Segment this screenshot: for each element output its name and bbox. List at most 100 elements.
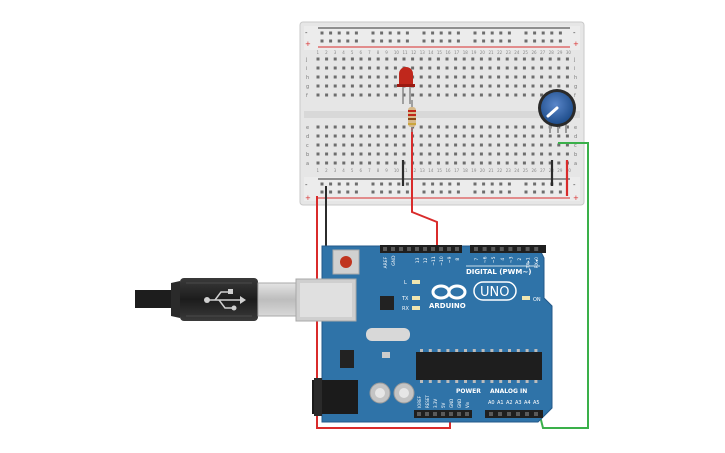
- rail-plus-label-top-right: +: [573, 40, 579, 48]
- resistor-icon[interactable]: [408, 100, 416, 132]
- column-number-bottom: 13: [420, 168, 426, 173]
- row-letter-b: b: [306, 152, 309, 158]
- column-number-bottom: 22: [497, 168, 503, 173]
- column-number-top: 17: [454, 50, 460, 55]
- status-leds: L TX RX: [401, 280, 420, 312]
- potentiometer-icon[interactable]: [538, 89, 576, 133]
- column-number-top: 24: [514, 50, 520, 55]
- row-letter-right-h: h: [574, 75, 577, 81]
- arduino-model: UNO: [480, 285, 509, 300]
- rail-plus-label-bottom-right: +: [573, 194, 579, 202]
- column-number-bottom: 19: [471, 168, 477, 173]
- rail-minus-label-top: -: [305, 29, 308, 37]
- power-header-label: POWER: [456, 388, 481, 395]
- row-letter-c: c: [306, 143, 309, 149]
- column-number-top: 25: [523, 50, 529, 55]
- power-pin-label: Vin: [465, 401, 470, 408]
- row-letter-right-e: e: [574, 125, 577, 131]
- row-letter-j: j: [305, 57, 307, 63]
- column-number-bottom: 4: [342, 168, 345, 173]
- column-number-top: 5: [351, 50, 354, 55]
- row-letter-right-c: c: [574, 143, 577, 149]
- power-pin-label: GND: [457, 399, 462, 408]
- digital-pin-label: TX▸1: [526, 257, 532, 269]
- analog-pin-label: A1: [497, 400, 504, 406]
- column-number-top: 8: [377, 50, 380, 55]
- analog-pin-label: A0: [488, 400, 495, 406]
- column-number-top: 3: [334, 50, 337, 55]
- digital-pin-label: 2: [517, 258, 523, 261]
- column-number-bottom: 21: [489, 168, 495, 173]
- analog-header: [485, 410, 543, 418]
- column-number-top: 7: [368, 50, 371, 55]
- digital-header-label: DIGITAL (PWM~): [466, 268, 531, 276]
- column-number-top: 13: [420, 50, 426, 55]
- column-number-bottom: 15: [437, 168, 443, 173]
- column-number-bottom: 14: [428, 168, 434, 173]
- digital-pin-label: ~9: [447, 256, 453, 263]
- column-number-bottom: 12: [411, 168, 417, 173]
- column-number-top: 28: [549, 50, 555, 55]
- led-icon[interactable]: [397, 67, 415, 104]
- column-number-top: 9: [385, 50, 388, 55]
- column-number-bottom: 27: [540, 168, 546, 173]
- column-number-bottom: 16: [446, 168, 452, 173]
- on-led-label: ON: [533, 297, 541, 303]
- column-number-bottom: 2: [325, 168, 328, 173]
- analog-pin-label: A5: [533, 400, 540, 406]
- digital-pin-label: ~3: [508, 256, 514, 263]
- row-letter-right-g: g: [574, 84, 577, 90]
- column-number-bottom: 25: [523, 168, 529, 173]
- column-number-top: 14: [428, 50, 434, 55]
- column-number-bottom: 7: [368, 168, 371, 173]
- digital-pin-label: 13: [415, 257, 421, 263]
- column-number-top: 6: [360, 50, 363, 55]
- column-number-top: 12: [411, 50, 417, 55]
- row-letter-right-d: d: [574, 134, 577, 140]
- column-number-top: 1: [317, 50, 320, 55]
- digital-pin-label: GND: [391, 255, 397, 266]
- digital-pin-label: RX◂0: [534, 257, 540, 268]
- digital-pin-label: ~6: [483, 256, 489, 263]
- column-number-top: 21: [489, 50, 495, 55]
- power-pin-label: RESET: [425, 395, 430, 408]
- analog-pin-label: A2: [506, 400, 513, 406]
- digital-pin-label: 4: [500, 258, 506, 261]
- digital-pin-label: 7: [474, 258, 480, 261]
- rail-plus-label-bottom: +: [305, 194, 311, 202]
- led-label-l: L: [404, 280, 407, 286]
- rail-plus-label-top: +: [305, 40, 311, 48]
- reset-button[interactable]: [332, 249, 360, 275]
- atmega-chip: [416, 352, 542, 380]
- digital-pin-label: ~11: [431, 256, 437, 266]
- usb-cable-icon[interactable]: [135, 278, 297, 321]
- red-wire-pin11[interactable]: [411, 128, 438, 246]
- column-number-bottom: 18: [463, 168, 469, 173]
- digital-pin-label: 8: [455, 258, 461, 261]
- column-number-top: 2: [325, 50, 328, 55]
- green-wire-a5[interactable]: [539, 142, 589, 429]
- digital-header-left: [380, 245, 462, 253]
- chip-small: [380, 296, 394, 310]
- column-number-bottom: 3: [334, 168, 337, 173]
- column-number-top: 19: [471, 50, 477, 55]
- power-pin-label: 5V: [441, 402, 446, 408]
- column-number-bottom: 26: [532, 168, 538, 173]
- analog-pin-label: A4: [524, 400, 531, 406]
- digital-pin-label: AREF: [383, 256, 389, 268]
- column-number-top: 11: [403, 50, 409, 55]
- voltage-regulator: [340, 350, 354, 368]
- crystal: [366, 328, 410, 341]
- column-number-top: 22: [497, 50, 503, 55]
- row-letter-right-b: b: [574, 152, 577, 158]
- column-number-bottom: 9: [385, 168, 388, 173]
- rail-minus-label-bottom-right: -: [573, 181, 576, 189]
- arduino-brand: ARDUINO: [429, 302, 466, 310]
- analog-pin-label: A3: [515, 400, 522, 406]
- column-number-top: 23: [506, 50, 512, 55]
